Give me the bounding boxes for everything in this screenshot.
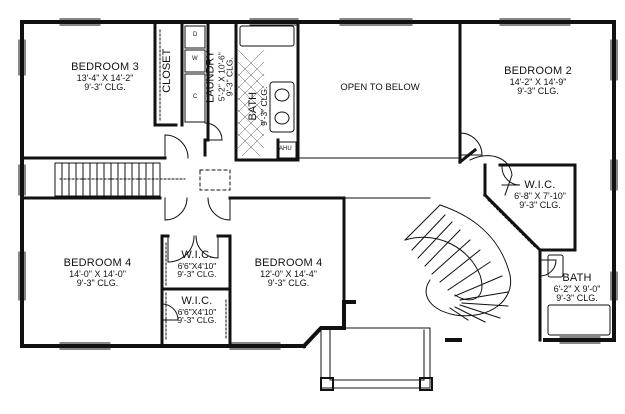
room-name: W.I.C.	[181, 249, 213, 261]
room-name: BATH	[562, 272, 592, 284]
room-name: W.I.C.	[524, 179, 556, 191]
room-dims: 12'-0" X 14'-4"	[260, 268, 317, 279]
room-name: BEDROOM 4	[254, 257, 323, 269]
interior-walls	[20, 20, 577, 348]
room-dims: 6'-8" X 7'-10"	[514, 190, 566, 201]
cabinet-label: C	[193, 94, 198, 100]
room-dims: 6'6"X4'10"	[177, 306, 217, 317]
washer-label: W	[192, 56, 198, 62]
room-dims: 13'-4" X 14'-2"	[76, 72, 134, 83]
bedroom4-right-label: BEDROOM 4 12'-0" X 14'-4" 9'-3" CLG.	[236, 257, 341, 288]
curved-stair	[404, 155, 513, 323]
laundry-label: LAUNDRY 5'-2" X 10'-6" 9'-3" CLG.	[204, 40, 235, 114]
room-dims: 14'-2" X 14'-9"	[509, 76, 567, 87]
bath-fixtures	[184, 25, 611, 336]
front-balcony	[320, 327, 431, 389]
dashed-soffit	[199, 169, 231, 191]
room-clg: 9'-3" CLG.	[556, 292, 598, 303]
windows	[18, 18, 618, 350]
wic-a-label: W.I.C. 6'6"X4'10" 9'-3" CLG.	[166, 249, 228, 280]
room-name: BEDROOM 3	[71, 61, 139, 73]
room-name: LAUNDRY	[204, 50, 217, 103]
bath-tile	[237, 49, 265, 157]
door-swings	[161, 122, 557, 321]
ahu-label: AHU	[279, 146, 292, 152]
balcony-columns	[320, 377, 433, 391]
room-clg: 9'-3" CLG.	[224, 57, 235, 97]
room-name: BATH	[246, 91, 259, 121]
open-to-below-rail	[299, 157, 459, 199]
wic-master-label: W.I.C. 6'-8" X 7'-10" 9'-3" CLG.	[500, 179, 580, 210]
closet-rods	[159, 29, 537, 341]
open-to-below-label: OPEN TO BELOW	[320, 83, 440, 93]
room-dims: 6'-2" X 9'-0"	[553, 283, 601, 294]
bedroom2-label: BEDROOM 2 14'-2" X 14'-9" 9'-3" CLG.	[478, 65, 598, 96]
room-clg: 9'-3" CLG.	[267, 277, 310, 288]
room-name: W.I.C.	[181, 295, 213, 307]
room-clg: 9'-3" CLG.	[519, 199, 561, 210]
room-clg: 9'-3" CLG.	[177, 269, 217, 280]
room-name: CLOSET	[161, 48, 174, 93]
room-clg: 9'-3" CLG.	[258, 86, 269, 126]
room-clg: 9'-3" CLG.	[76, 277, 119, 288]
bedroom4-left-label: BEDROOM 4 14'-0" X 14'-0" 9'-3" CLG.	[40, 257, 155, 288]
wic-b-label: W.I.C. 6'6"X4'10" 9'-3" CLG.	[166, 295, 228, 326]
room-name: BEDROOM 4	[63, 257, 132, 269]
closet-label: CLOSET	[161, 46, 174, 96]
bath1-label: BATH 9'-3" CLG.	[246, 78, 269, 134]
room-name: BEDROOM 2	[504, 65, 572, 77]
room-clg: 9'-3" CLG.	[84, 81, 126, 92]
room-dims: 6'6"X4'10"	[177, 260, 217, 271]
room-dims: 14'-0" X 14'-0"	[69, 268, 126, 279]
straight-stair	[54, 162, 186, 197]
bedroom3-label: BEDROOM 3 13'-4" X 14'-2" 9'-3" CLG.	[40, 61, 170, 92]
room-name: OPEN TO BELOW	[340, 82, 420, 93]
bath2-label: BATH 6'-2" X 9'-0" 9'-3" CLG.	[542, 272, 612, 303]
room-clg: 9'-3" CLG.	[177, 315, 217, 326]
room-clg: 9'-3" CLG.	[517, 85, 559, 96]
dryer-label: D	[193, 32, 198, 38]
